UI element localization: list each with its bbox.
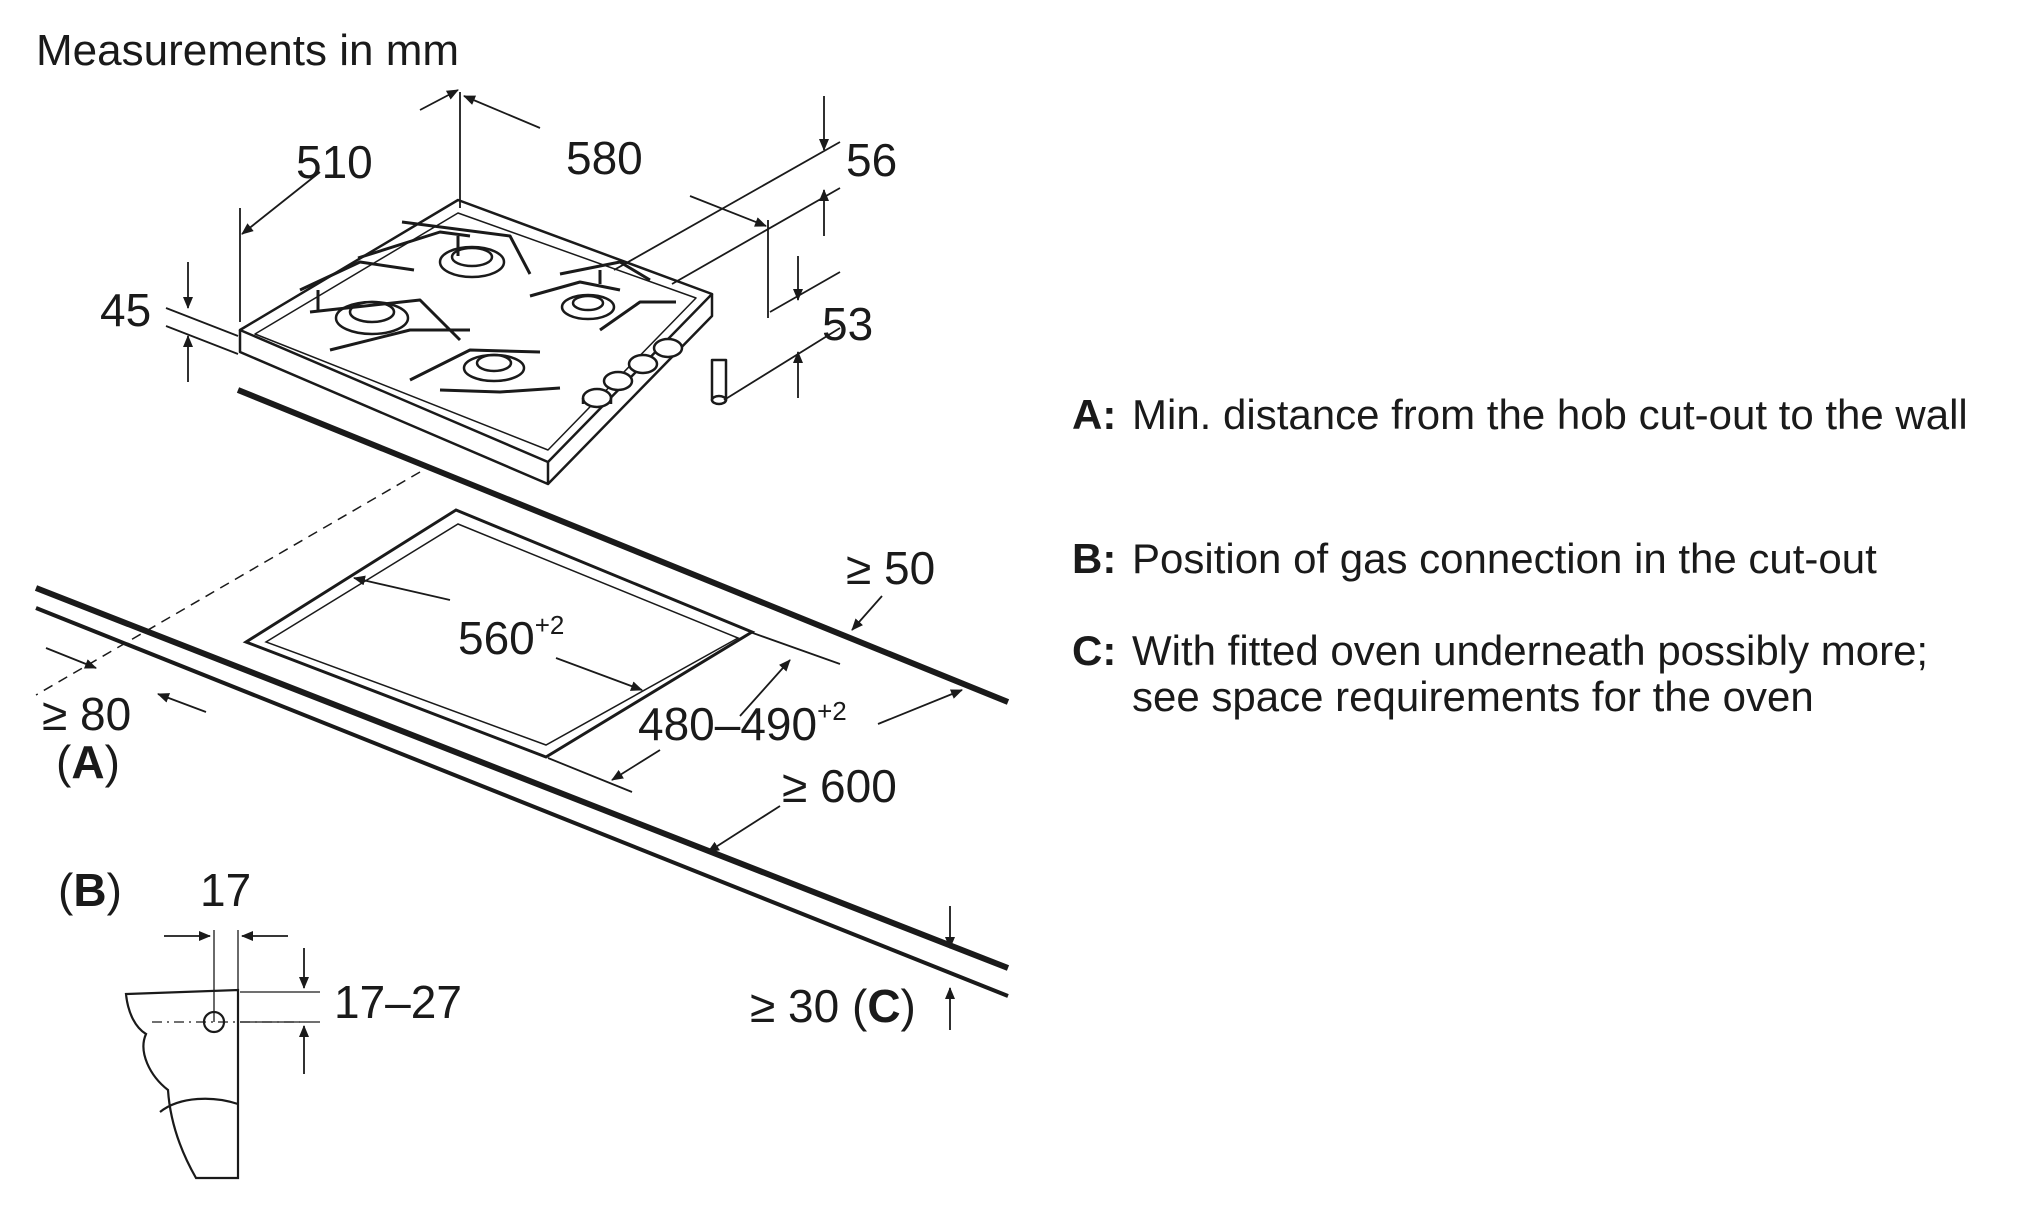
dim-height-feet: 53: [822, 298, 873, 350]
dim-height-hob: 45: [100, 284, 151, 336]
legend-text-a: Min. distance from the hob cut-out to th…: [1132, 391, 1968, 438]
page-title: Measurements in mm: [36, 26, 460, 75]
legend-key-a: A:: [1072, 391, 1117, 438]
dim-hob-width: 580: [566, 132, 643, 184]
hob-right-edge: [547, 294, 714, 485]
gas-detail-B: [124, 930, 320, 1180]
detail-B-ref: (B): [58, 864, 122, 916]
dim-min-front: ≥ 80: [42, 688, 131, 740]
hob-front-edge: [238, 330, 550, 486]
gas-connection-pipe: [710, 358, 728, 406]
dim-cutout-depth-tol: +2: [817, 696, 847, 726]
burner-front-right: [462, 353, 526, 383]
dim-cutout-depth: 480–490+2: [638, 696, 847, 750]
hob-illustration: [238, 198, 728, 486]
dim-height-total: 56: [846, 134, 897, 186]
hob-inner-edge: [254, 212, 697, 451]
burner-back-right: [560, 293, 616, 321]
dim-hob-depth: 510: [296, 136, 373, 188]
cutout: [242, 508, 756, 759]
dim-min-front-ref: (A): [56, 736, 120, 788]
legend-key-c: C:: [1072, 627, 1117, 674]
legend-item-b: B: Position of gas connection in the cut…: [1072, 536, 1992, 582]
legend-text-b: Position of gas connection in the cut-ou…: [1132, 535, 1877, 582]
legend-item-c: C: With fitted oven underneath possibly …: [1072, 628, 1992, 720]
dim-gas-offset: 17: [200, 864, 251, 916]
dim-min-back: ≥ 50: [846, 542, 935, 594]
legend-text-c: With fitted oven underneath possibly mor…: [1132, 627, 1929, 720]
control-knobs: [581, 337, 684, 409]
dimension-labels: 510 580 56 45 53 ≥ 50 560+2 480–490+2 ≥ …: [42, 132, 935, 1032]
burner-back-left: [438, 245, 506, 279]
dim-min-below: ≥ 30 (C): [750, 980, 916, 1032]
legend-item-a: A: Min. distance from the hob cut-out to…: [1072, 392, 1992, 438]
worktop: [34, 387, 1010, 998]
dim-cutout-width: 560+2: [458, 610, 564, 664]
pan-supports: [299, 220, 676, 394]
legend-key-b: B:: [1072, 535, 1117, 582]
dim-cutout-width-tol: +2: [535, 610, 565, 640]
dim-worktop-depth: ≥ 600: [782, 760, 897, 812]
dim-gas-range: 17–27: [334, 976, 462, 1028]
dimension-lines: [45, 89, 963, 1030]
burner-front-left: [334, 300, 410, 336]
